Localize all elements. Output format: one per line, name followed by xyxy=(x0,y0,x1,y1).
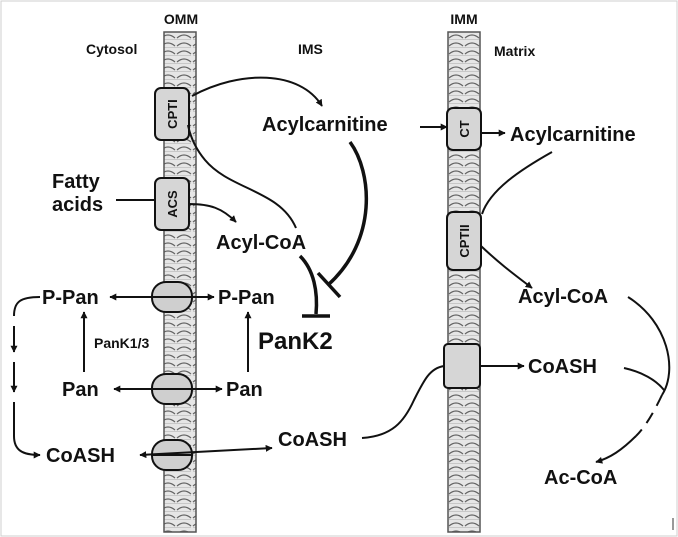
ct-label: CT xyxy=(457,120,472,137)
acylcoa-ims: Acyl-CoA xyxy=(216,232,306,254)
acs-protein: ACS xyxy=(154,177,190,231)
inhibition-acylcarnitine-pank2 xyxy=(326,140,369,287)
arrow-coash-exchange xyxy=(139,444,273,459)
line-ppan-left-curve xyxy=(13,296,41,317)
line-acylcoa-dashed xyxy=(635,394,663,437)
arrow-to-accoa xyxy=(595,435,637,464)
acylcarnitine-matrix: Acylcarnitine xyxy=(510,124,636,146)
matrix-label: Matrix xyxy=(494,43,535,59)
arrow-cpt1-to-acylcarnitine xyxy=(191,76,323,107)
line-acylcoa-curve xyxy=(627,296,671,396)
inhibition-bar-1 xyxy=(316,271,342,299)
ims-label: IMS xyxy=(298,41,323,57)
ppan-cytosol: P-Pan xyxy=(42,287,99,309)
fatty-acids-line1: Fatty xyxy=(52,171,101,193)
arrow-acs-to-acylcoa xyxy=(188,203,237,223)
acs-label: ACS xyxy=(165,190,180,218)
inhibition-acylcoa-pank2 xyxy=(298,254,319,315)
accoa-label: Ac-CoA xyxy=(544,467,617,489)
ct-protein: CT xyxy=(446,107,482,151)
pank2-label: PanK2 xyxy=(258,328,333,355)
arrow-acylcoa-to-cpt1 xyxy=(187,124,297,229)
pank13-label: PanK1/3 xyxy=(94,335,149,351)
line-acylcarnitine-to-cpt2 xyxy=(481,151,553,215)
arrow-cpt2-to-acylcoa xyxy=(480,245,533,289)
coash-cytosol: CoASH xyxy=(46,445,115,467)
pathway-arrows xyxy=(10,76,671,464)
omm-label: OMM xyxy=(164,11,198,27)
ppan-ims: P-Pan xyxy=(218,287,275,309)
cpt2-protein: CPTII xyxy=(446,211,482,271)
pan-cytosol: Pan xyxy=(62,379,99,401)
coash-ims: CoASH xyxy=(278,429,347,451)
line-coash-ims-to-carrier xyxy=(361,365,445,439)
cpt1-label: CPTI xyxy=(165,99,180,129)
cytosol-label: Cytosol xyxy=(86,41,137,57)
line-coash-matrix-join xyxy=(623,367,665,391)
cpt1-protein: CPTI xyxy=(154,87,190,141)
cpt2-label: CPTII xyxy=(457,224,472,257)
coash-matrix: CoASH xyxy=(528,356,597,378)
fatty-acids-line2: acids xyxy=(52,194,103,216)
acylcarnitine-ims: Acylcarnitine xyxy=(262,114,388,136)
coash-carrier xyxy=(443,343,481,389)
pan-ims: Pan xyxy=(226,379,263,401)
arrow-step-3 xyxy=(13,402,41,459)
imm-label: IMM xyxy=(450,11,477,27)
acylcoa-matrix: Acyl-CoA xyxy=(518,286,608,308)
